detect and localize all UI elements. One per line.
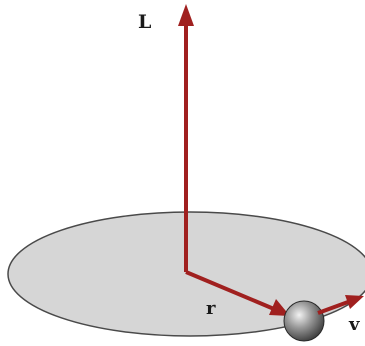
angular-momentum-label: L bbox=[138, 11, 151, 33]
velocity-arrowhead bbox=[345, 295, 364, 309]
velocity-vector bbox=[317, 295, 364, 315]
position-arrowhead bbox=[269, 299, 290, 316]
position-vector bbox=[185, 270, 290, 316]
angular-momentum-arrowhead bbox=[178, 4, 194, 26]
angular-momentum-vector bbox=[178, 4, 194, 272]
particle bbox=[283, 300, 325, 342]
position-label: r bbox=[206, 298, 216, 319]
velocity-label: v bbox=[348, 314, 360, 335]
